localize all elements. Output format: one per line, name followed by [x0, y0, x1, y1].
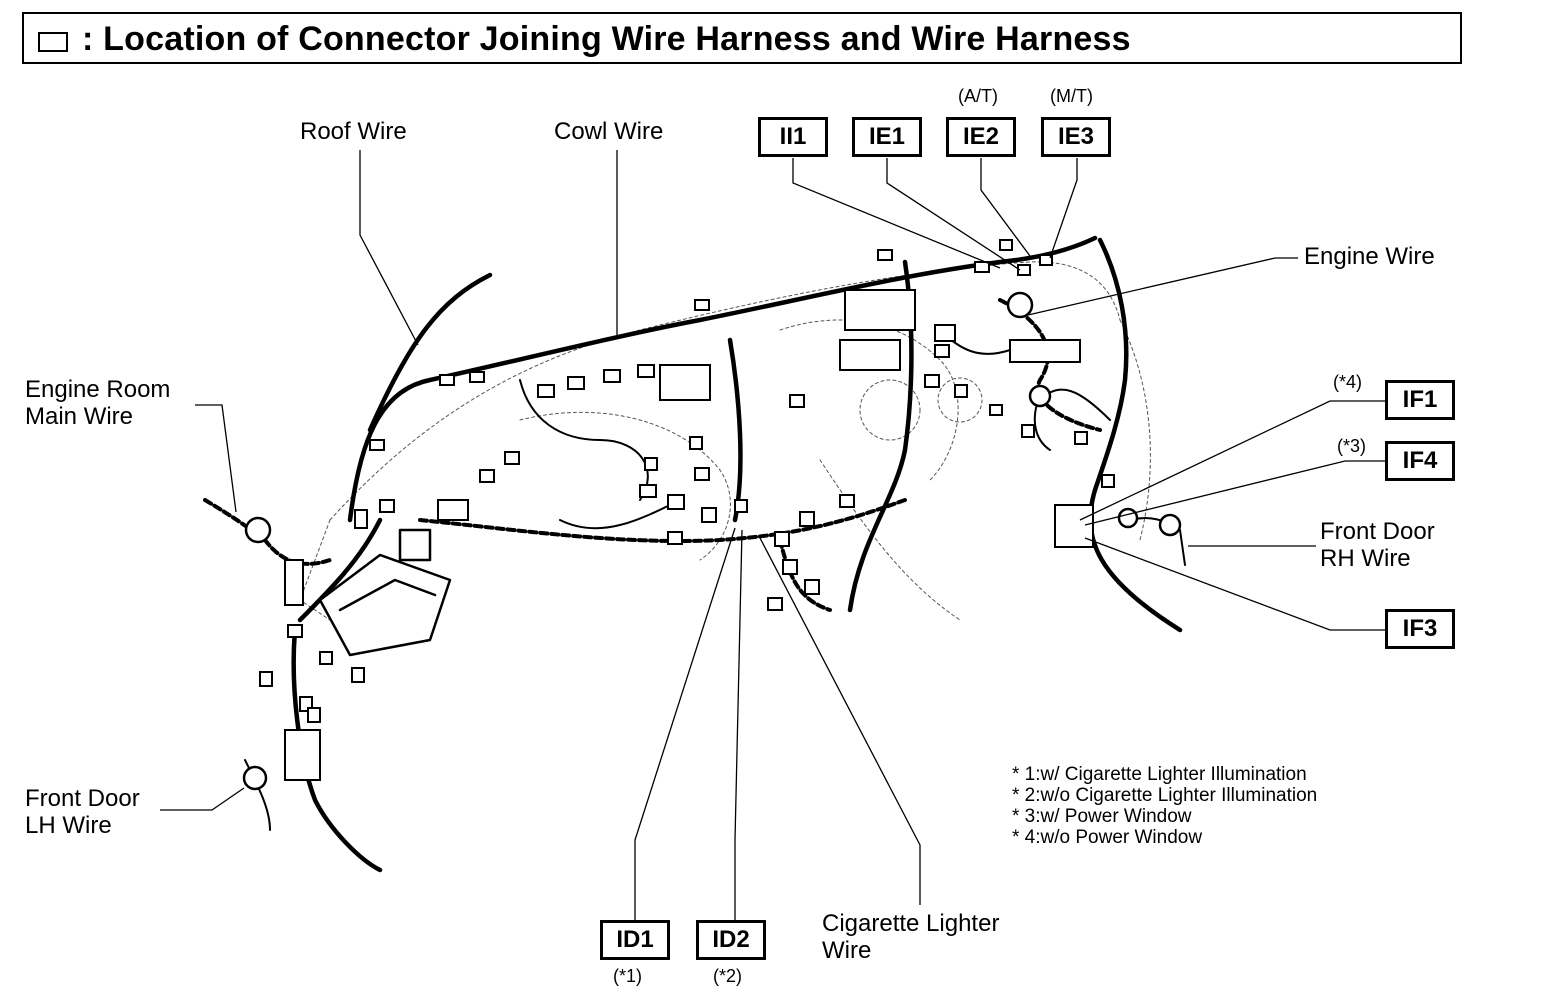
connector-if3: IF3: [1385, 609, 1455, 649]
engine-room-main-wire-label-line2: Main Wire: [25, 403, 134, 430]
connector-if4: IF4: [1385, 441, 1455, 481]
roof-wire-label: Roof Wire: [300, 118, 407, 145]
front-door-rh-wire-label-line1: Front Door: [1320, 518, 1435, 545]
front-door-rh-wire-label-line2: RH Wire: [1320, 545, 1411, 572]
engine-room-main-wire-label-line1: Engine Room: [25, 376, 171, 403]
connector-blocks: [259, 239, 1115, 781]
connector-ie3: IE3: [1041, 117, 1111, 157]
front-door-lh-wire-label-line2: LH Wire: [25, 812, 112, 839]
cowl-wire-label: Cowl Wire: [554, 118, 664, 145]
if1-condition: (*4): [1333, 372, 1363, 392]
if4-condition: (*3): [1337, 436, 1367, 456]
front-door-lh-wire-label-line1: Front Door: [25, 785, 140, 812]
secondary-harness: [203, 298, 1102, 612]
junction-block: [318, 528, 452, 657]
page-title: : Location of Connector Joining Wire Har…: [82, 20, 1131, 58]
ie2-condition: (A/T): [958, 86, 998, 106]
footnote-2: * 2:w/o Cigarette Lighter Illumination: [1012, 785, 1318, 806]
cigarette-lighter-wire-label-line1: Cigarette Lighter: [822, 910, 1000, 937]
leader-lines: [160, 150, 1385, 920]
grommets: [242, 291, 1182, 791]
engine-wire-label: Engine Wire: [1304, 243, 1435, 270]
title-box: : Location of Connector Joining Wire Har…: [22, 12, 1462, 64]
footnote-1: * 1:w/ Cigarette Lighter Illumination: [1012, 764, 1307, 785]
ie3-condition: (M/T): [1050, 86, 1093, 106]
connector-ie2: IE2: [946, 117, 1016, 157]
legend-square-icon: [38, 32, 68, 52]
footnote-3: * 3:w/ Power Window: [1012, 806, 1192, 827]
connector-ii1: II1: [758, 117, 828, 157]
id1-condition: (*1): [613, 966, 643, 986]
connector-id1: ID1: [600, 920, 670, 960]
cigarette-lighter-wire-label-line2: Wire: [822, 937, 872, 964]
id2-condition: (*2): [713, 966, 743, 986]
footnote-4: * 4:w/o Power Window: [1012, 827, 1203, 848]
connector-if1: IF1: [1385, 380, 1455, 420]
connector-ie1: IE1: [852, 117, 922, 157]
connector-id2: ID2: [696, 920, 766, 960]
